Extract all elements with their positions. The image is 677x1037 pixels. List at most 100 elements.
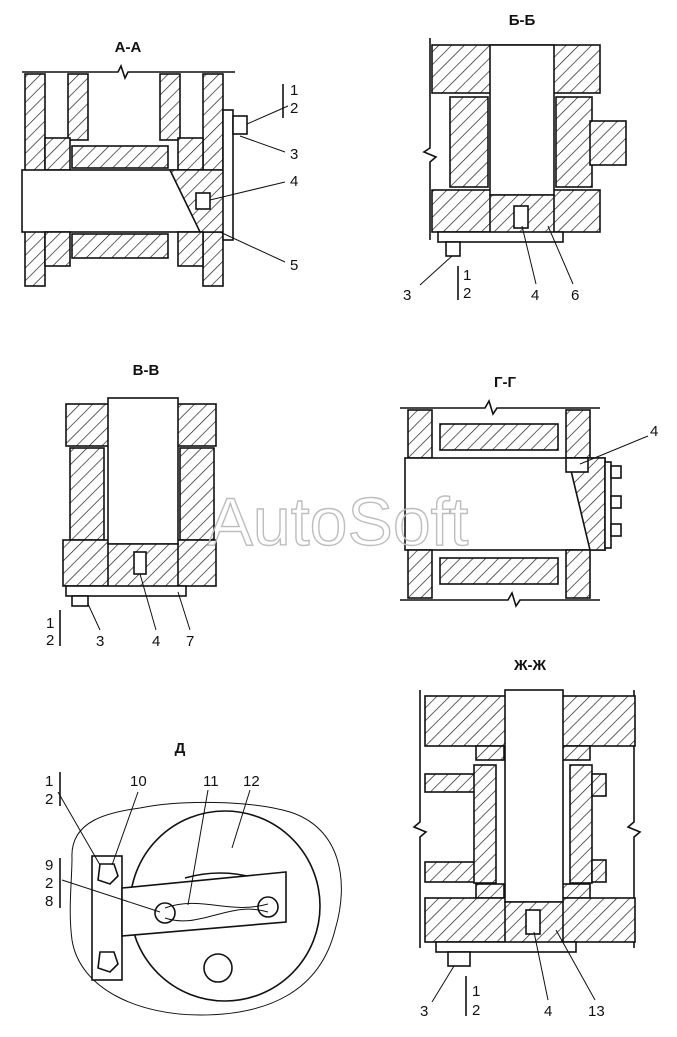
zhzh-lug-top-left [424,773,476,793]
gg-bolt-b-icon [610,495,622,509]
d-label-10: 10 [130,773,147,790]
gg-bushing-top [439,423,559,451]
vv-bolt-icon [71,595,89,607]
bb-side-lug [589,120,627,166]
aa-hub-ul [44,137,71,171]
vv-stopper-icon [133,551,147,575]
vv-leader-4 [139,573,157,631]
gg-bushing-bottom [439,557,559,585]
bb-label-2: 2 [463,285,471,302]
view-gg-title: Г-Г [494,374,516,391]
d-wire-a [164,902,269,909]
zhzh-lug-bottom-right [591,859,607,883]
vv-label-3: 3 [96,633,104,650]
zhzh-label-13: 13 [588,1003,605,1020]
gg-end-plate [604,461,612,549]
bb-stopper-icon [513,205,529,229]
zhzh-stopper-icon [525,909,541,935]
aa-hub-lr [177,231,204,267]
view-bb-title: Б-Б [509,12,536,29]
zhzh-spacer-bottom-left [475,883,505,899]
d-label-11: 11 [203,773,219,790]
d-leader-9 [61,879,161,913]
gg-break-top [400,398,600,416]
zhzh-spacer-bottom-right [561,883,591,899]
zhzh-spacer-top-right [561,745,591,761]
bb-leader-6 [547,225,574,285]
gg-left-plate-bottom [407,549,433,599]
zhzh-lug-bottom-left [424,861,476,883]
view-aa-title: А-А [115,39,142,56]
aa-break-line [22,63,235,81]
d-hex-bolt-top-icon [97,863,119,885]
zhzh-leader-13 [555,929,596,1001]
d-wire-b [164,908,269,922]
bb-bolt-icon [445,241,461,257]
vv-right-ring [179,447,215,541]
aa-leader-1 [246,105,289,125]
bb-right-ring [555,96,593,188]
vv-left-ring [69,447,105,541]
vv-leader-7 [177,591,191,631]
d-hex-bolt-bottom-icon [97,951,119,973]
gg-label-4: 4 [650,423,658,440]
bb-break-line [422,38,438,240]
gg-right-plate-top [565,409,591,459]
gg-break-bottom [400,590,600,608]
bb-label-1: 1 [463,267,471,284]
aa-stopper-icon [195,192,211,210]
view-vv: В-В 1 2 3 4 7 [46,362,217,650]
bb-pin [489,44,555,196]
zhzh-break-left [412,690,428,948]
watermark: AutoSoft [208,484,469,560]
aa-end-plate [222,109,234,241]
view-bb: Б-Б 3 1 2 4 6 [403,12,627,304]
aa-label-2: 2 [290,100,298,117]
view-zhzh-title: Ж-Ж [513,657,547,674]
aa-label-1: 1 [290,82,298,99]
aa-leader-4 [209,181,286,201]
zhzh-cover-plate [435,941,577,953]
bb-left-ring [449,96,489,188]
d-label-2b: 2 [45,875,53,892]
d-leader-10 [111,791,139,866]
zhzh-lug-top-right [591,773,607,797]
zhzh-bolt-icon [447,951,471,967]
zhzh-label-2: 2 [472,1002,480,1019]
aa-label-4: 4 [290,173,298,190]
zhzh-break-right [626,690,642,948]
d-label-2: 2 [45,791,53,808]
view-d: Д 1 2 10 11 12 9 2 8 [45,740,342,1016]
aa-hub-ur [177,137,204,171]
gg-stopper-icon [565,457,589,473]
gg-leader-4 [579,435,649,465]
gg-shaft-end [566,457,606,551]
vv-cover-plate [65,585,187,597]
aa-inner-wall-right [159,73,181,141]
view-gg: Г-Г 4 [400,374,658,608]
zhzh-label-4: 4 [544,1003,552,1020]
aa-bushing-bottom [71,233,169,259]
gg-right-plate-bottom [565,549,591,599]
zhzh-leader-4 [533,931,549,1001]
bb-label-3: 3 [403,287,411,304]
view-zhzh: Ж-Ж 3 1 2 4 13 [412,657,642,1020]
bb-label-6: 6 [571,287,579,304]
vv-label-7: 7 [186,633,194,650]
d-label-12: 12 [243,773,260,790]
d-bolt-right-icon [257,896,279,918]
d-bolt-left-icon [154,902,176,924]
vv-leader-3 [87,603,101,631]
aa-leader-3 [239,135,286,153]
d-label-9: 9 [45,857,53,874]
aa-hub-ll [44,231,71,267]
d-leader-11 [187,789,209,906]
view-vv-title: В-В [133,362,160,379]
aa-bolt-head-icon [232,115,248,135]
zhzh-pin [504,689,564,903]
d-label-1: 1 [45,773,53,790]
zhzh-left-ring [473,764,497,884]
zhzh-label-3: 3 [420,1003,428,1020]
